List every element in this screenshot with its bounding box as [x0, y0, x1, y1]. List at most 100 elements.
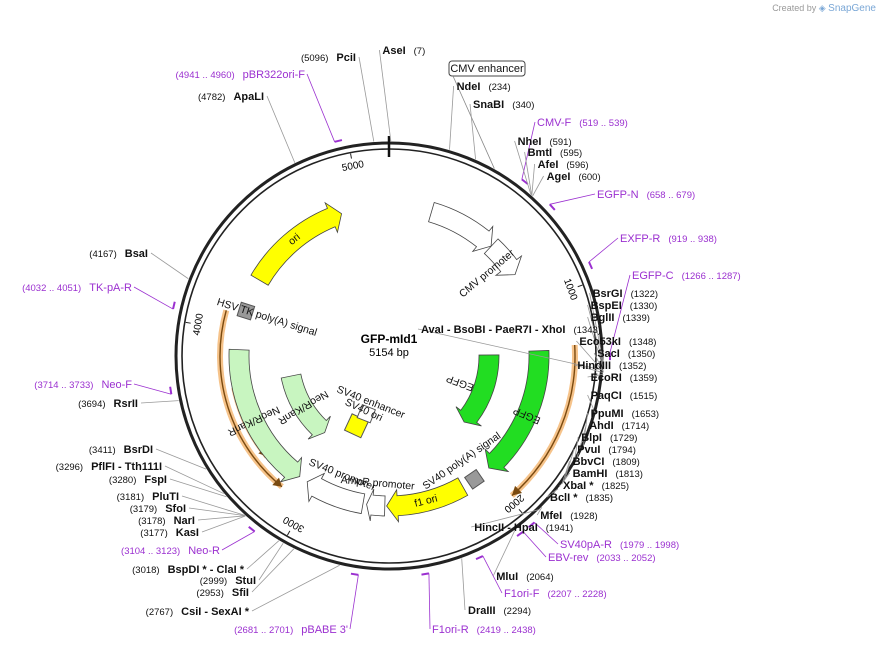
feature-sv40-enhancer	[356, 403, 376, 424]
feature-f1-ori	[386, 477, 469, 524]
restriction-sites: AseI(7)NdeI(234)SnaBI(340)NheI(591)BmtI(…	[56, 45, 659, 618]
site-leader	[536, 506, 543, 516]
site-position: (1352)	[619, 361, 646, 372]
primer-range: (2207 .. 2228)	[547, 589, 606, 600]
site-name: SfiI	[232, 587, 249, 599]
site-label: EcoRI (1359)	[591, 372, 658, 384]
primer-name: EGFP-C	[632, 270, 674, 282]
site-name: MfeI	[540, 510, 562, 522]
site-name: RsrII	[114, 398, 138, 410]
site-position: (1835)	[586, 493, 613, 504]
feature-label: EGFP	[445, 372, 476, 393]
site-position: (3179)	[130, 504, 157, 515]
site-label: DraIII(2294)	[468, 605, 531, 617]
site-leader	[576, 340, 604, 372]
site-label: BclI *(1835)	[550, 492, 613, 504]
site-position: (2999)	[200, 576, 227, 587]
primer-name: EXFP-R	[620, 233, 660, 245]
primer-name: Neo-R	[188, 545, 220, 557]
site-label: (3181)PluTI	[117, 491, 179, 503]
primer-mark	[334, 139, 343, 143]
primer-mark	[516, 530, 524, 537]
feature-sv40-poly-a-signal	[463, 468, 485, 490]
site-position: (1359)	[630, 373, 657, 384]
primer-mark	[248, 526, 256, 533]
site-position: (3178)	[138, 516, 165, 527]
primer-range: (519 .. 539)	[579, 118, 628, 129]
site-leader	[532, 175, 544, 197]
site-label: BmtI(595)	[528, 147, 583, 159]
primer-leader	[428, 573, 431, 630]
site-leader	[573, 436, 579, 467]
primer-label: CMV-F(519 .. 539)	[537, 117, 628, 129]
site-leader	[561, 472, 570, 485]
site-label: PaqCI(1515)	[591, 390, 658, 402]
credit-prefix: Created by	[772, 3, 817, 13]
feature-hsv-tk-poly-a-signal	[236, 301, 256, 321]
site-name: BamHI	[573, 468, 608, 480]
site-name: BsaI	[125, 248, 148, 260]
site-leader	[524, 151, 533, 196]
site-leader	[169, 478, 227, 498]
site-label: HindIII(1352)	[577, 360, 646, 372]
tick-label: 3000	[281, 513, 306, 534]
tick-3000	[286, 530, 291, 536]
site-label: BlpI(1729)	[581, 432, 637, 444]
site-label: BsrGI(1322)	[593, 288, 658, 300]
site-label: (2953)SfiI	[196, 587, 249, 599]
site-position: (3694)	[78, 399, 105, 410]
site-leader	[181, 495, 245, 516]
feature-egfp	[455, 354, 500, 427]
tick-label: 4000	[191, 312, 206, 336]
feature-label: f1 ori	[413, 492, 439, 509]
primer-label: EXFP-R (919 .. 938)	[620, 233, 717, 245]
site-leader	[546, 488, 559, 498]
site-leader	[155, 448, 207, 470]
primer-range: (2033 .. 2052)	[596, 553, 655, 564]
site-position: (596)	[566, 160, 588, 171]
site-leader	[140, 400, 179, 404]
site-label: AgeI(600)	[547, 171, 601, 183]
site-leader	[150, 252, 189, 280]
site-position: (2767)	[146, 607, 173, 618]
site-label: (2999)StuI	[200, 575, 256, 587]
site-leader	[449, 85, 454, 150]
site-leader	[492, 530, 516, 577]
site-label: (3178)NarI	[138, 515, 195, 527]
primer-mark	[475, 555, 484, 561]
orf-arrow-icon	[272, 477, 282, 487]
primer-range: (919 .. 938)	[668, 234, 717, 245]
site-label: (5096)PciI	[301, 52, 356, 64]
primer-leader	[534, 522, 559, 545]
site-label: (3177)KasI	[140, 527, 199, 539]
orf-arrow-icon	[511, 485, 523, 496]
site-label: (3179) SfoI	[130, 503, 186, 515]
primer-leader	[522, 531, 547, 558]
site-leader	[246, 540, 280, 570]
primer-leader	[549, 193, 596, 205]
site-name: EcoRI	[591, 372, 622, 384]
site-leader	[561, 460, 570, 484]
site-position: (1809)	[612, 457, 639, 468]
site-name: SfoI	[165, 503, 186, 515]
primer-name: F1ori-F	[504, 588, 540, 600]
site-name: BmtI	[528, 147, 552, 159]
site-label: Eco53kI(1348)	[579, 336, 656, 348]
feature-cmv-promoter	[483, 238, 523, 276]
tick-label: 5000	[341, 159, 365, 174]
site-name: NdeI	[457, 81, 481, 93]
feature-ori	[250, 201, 343, 286]
site-position: (1941)	[546, 523, 573, 534]
site-name: HincII - HpaI	[474, 522, 538, 534]
primer-label: EGFP-C(1266 .. 1287)	[632, 270, 741, 282]
site-leader	[197, 515, 246, 521]
site-label: SnaBI(340)	[473, 99, 534, 111]
site-position: (3296)	[56, 462, 83, 473]
site-label: (3411)BsrDI	[89, 444, 153, 456]
site-position: (5096)	[301, 53, 328, 64]
site-position: (7)	[414, 46, 426, 57]
primer-name: SV40pA-R	[560, 539, 612, 551]
site-name: NheI	[518, 136, 542, 148]
site-name: AgeI	[547, 171, 571, 183]
site-leader	[417, 328, 604, 371]
